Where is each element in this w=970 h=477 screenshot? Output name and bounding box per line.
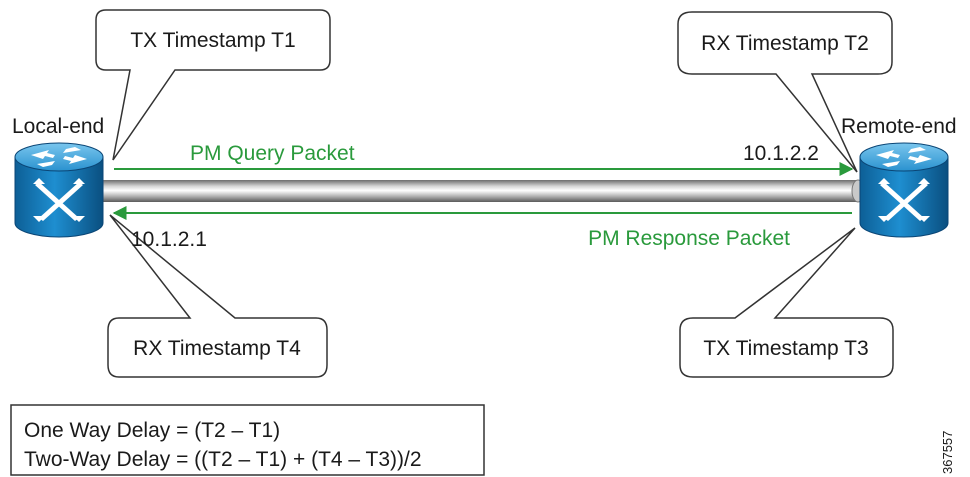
callout-tx-t3: TX Timestamp T3 [679,227,894,378]
local-end-label: Local-end [12,115,104,138]
callout-rx-t2: RX Timestamp T2 [677,11,893,173]
delay-formula-box: One Way Delay = (T2 – T1) Two-Way Delay … [10,404,485,476]
callout-tx-t1: TX Timestamp T1 [95,9,331,161]
query-packet-label: PM Query Packet [190,142,355,165]
router-icon [31,147,87,222]
callout-t4-label: RX Timestamp T4 [133,337,301,360]
two-way-delay-formula: Two-Way Delay = ((T2 – T1) + (T4 – T3))/… [24,448,422,471]
remote-ip-label: 10.1.2.2 [743,142,819,165]
callout-t3-label: TX Timestamp T3 [703,337,868,360]
callout-rx-t4: RX Timestamp T4 [107,214,328,378]
response-packet-label: PM Response Packet [588,227,790,250]
remote-router [859,142,949,238]
router-icon [876,147,932,222]
link-pipe [102,179,865,203]
remote-end-label: Remote-end [841,115,957,138]
one-way-delay-formula: One Way Delay = (T2 – T1) [24,419,280,442]
figure-id: 367557 [940,431,955,474]
callout-t2-label: RX Timestamp T2 [701,32,869,55]
callout-t1-label: TX Timestamp T1 [130,29,295,52]
local-ip-label: 10.1.2.1 [131,228,207,251]
local-router [14,142,104,238]
